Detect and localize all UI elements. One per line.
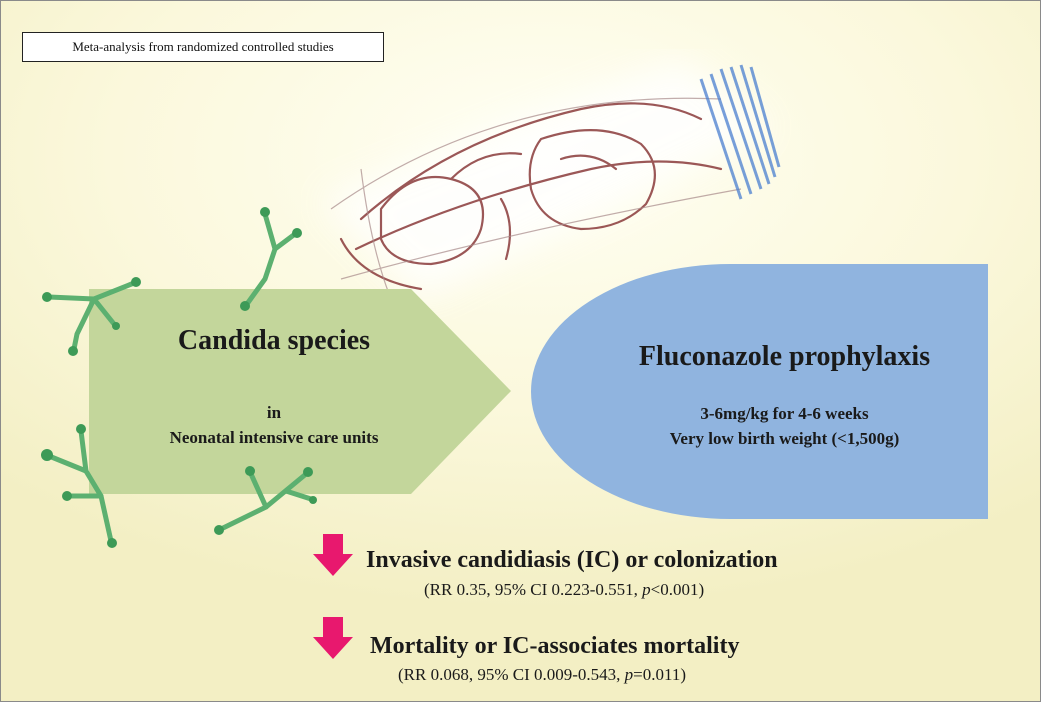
fluconazole-title: Fluconazole prophylaxis (638, 341, 931, 372)
stats-text: (RR 0.068, 95% CI 0.009-0.543, (398, 665, 625, 684)
fluconazole-population: Very low birth weight (<1,500g) (669, 429, 900, 448)
study-type-note: Meta-analysis from randomized controlled… (22, 32, 384, 62)
stats-text: (RR 0.35, 95% CI 0.223-0.551, (424, 580, 643, 599)
fluconazole-box: Fluconazole prophylaxis 3-6mg/kg for 4-6… (531, 264, 988, 519)
candida-hyphae-icon (240, 207, 302, 311)
result-title-mortality: Mortality or IC-associates mortality (370, 633, 740, 659)
candida-setting: in Neonatal intensive care units (89, 400, 459, 450)
result-title-ic: Invasive candidiasis (IC) or colonizatio… (366, 547, 778, 573)
candida-hyphae-icon (41, 424, 117, 548)
candida-text-group: Candida species in Neonatal intensive ca… (89, 289, 459, 494)
candida-hyphae-icon (42, 277, 141, 356)
fluconazole-dose: 3-6mg/kg for 4-6 weeks (700, 404, 869, 423)
stats-text: =0.011) (633, 665, 687, 684)
result-stats-mortality: (RR 0.068, 95% CI 0.009-0.543, p=0.011) (398, 665, 686, 685)
p-value-label: p (624, 665, 634, 684)
decrease-arrow-icon (313, 617, 353, 659)
candida-hyphae-icon (214, 466, 317, 535)
decrease-arrow-icon (313, 534, 353, 576)
candida-line-nicu: Neonatal intensive care units (169, 428, 379, 447)
candida-line-in: in (266, 403, 282, 422)
p-value-label: p (642, 580, 651, 599)
infant-incubator-illustration (321, 59, 781, 300)
result-stats-ic: (RR 0.35, 95% CI 0.223-0.551, p<0.001) (424, 580, 704, 600)
stats-text: <0.001) (650, 580, 705, 599)
candida-arrow-box (89, 289, 511, 494)
fluconazole-details: 3-6mg/kg for 4-6 weeks Very low birth we… (581, 401, 988, 451)
candida-title: Candida species (177, 325, 371, 356)
